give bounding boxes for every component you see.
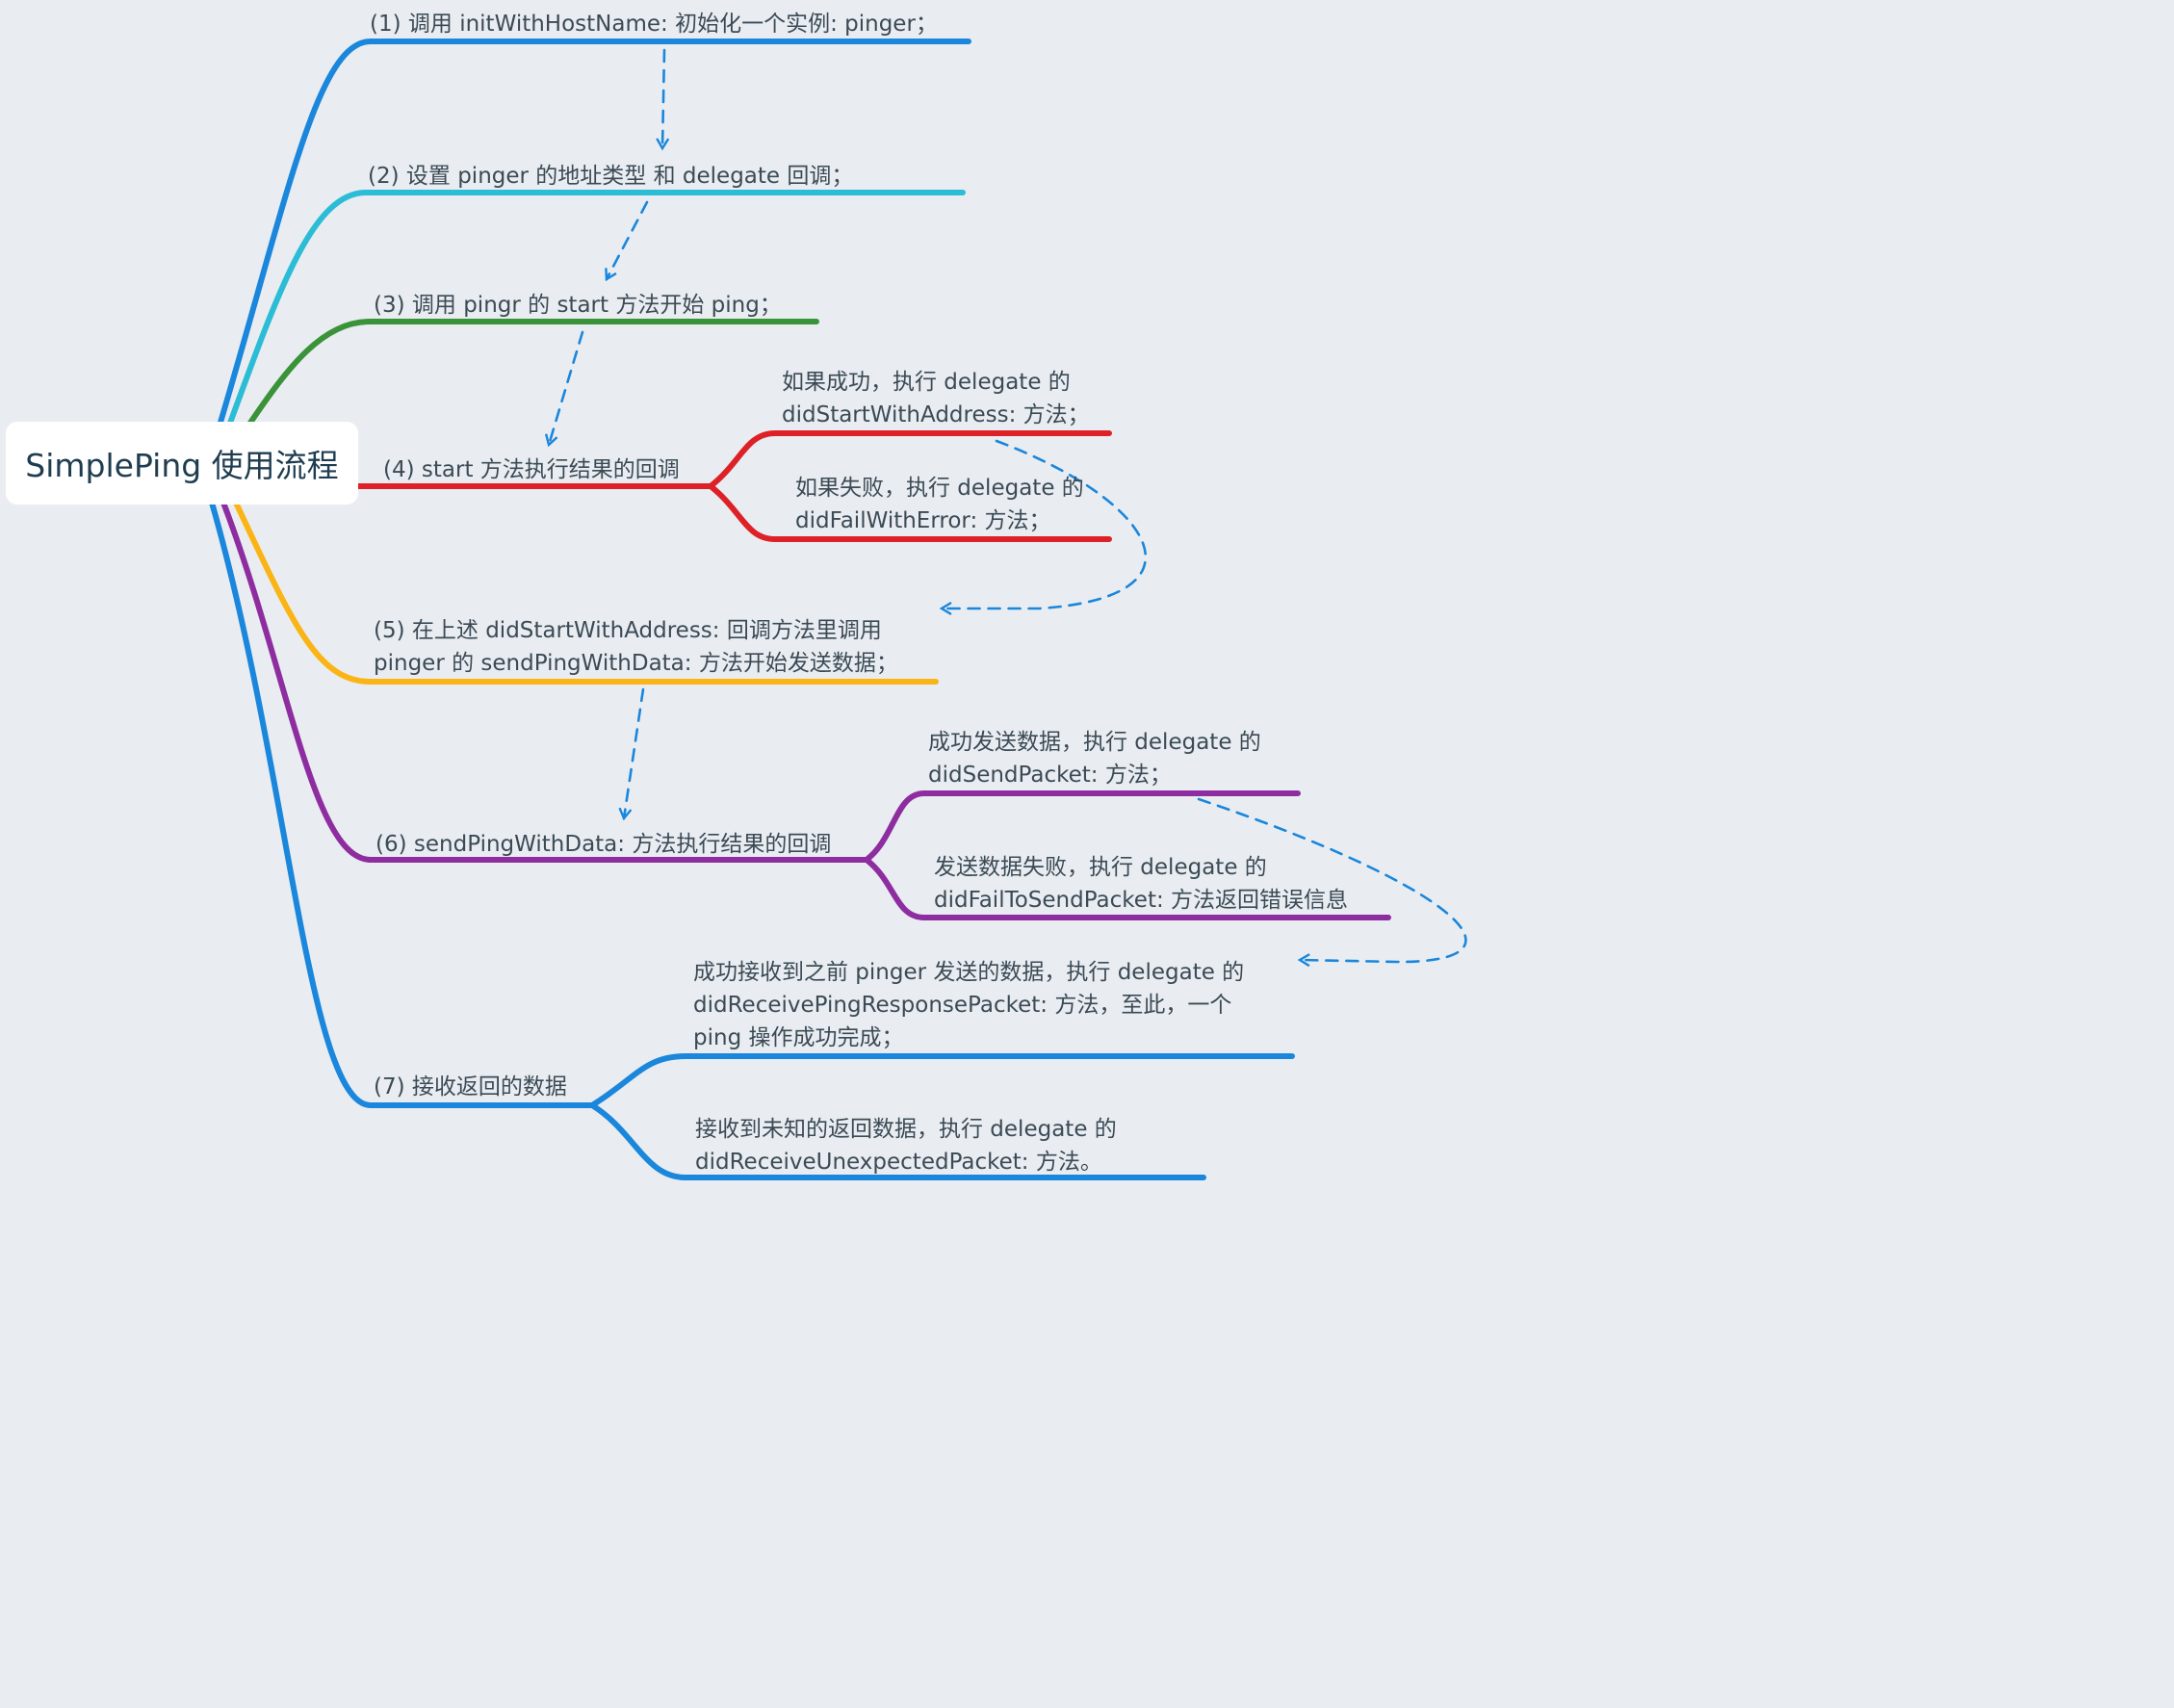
flow-arrow-step2-to-step3 (607, 200, 649, 279)
step-6-text: (6) sendPingWithData: 方法执行结果的回调 (375, 832, 832, 857)
step-4-failure-line-2: didFailWithError: 方法； (795, 508, 1051, 533)
step-6-success-line-1: 成功发送数据，执行 delegate 的 (928, 730, 1261, 755)
step-1-label[interactable]: (1) 调用 initWithHostName: 初始化一个实例: pinger… (370, 8, 938, 40)
step-5-line-2: pinger 的 sendPingWithData: 方法开始发送数据； (374, 651, 898, 676)
sub-branch-line-6-success (864, 790, 1301, 863)
step-7-success-line-3: ping 操作成功完成； (693, 1025, 904, 1050)
step-4-failure-label[interactable]: 如果失败，执行 delegate 的 didFailWithError: 方法； (795, 472, 1084, 537)
flow-arrow-step3-to-step4 (549, 330, 584, 445)
step-3-text: (3) 调用 pingr 的 start 方法开始 ping； (374, 293, 782, 318)
flow-arrow-step1-to-step2 (662, 48, 664, 148)
root-node-label: SimplePing 使用流程 (25, 447, 339, 484)
step-6-failure-label[interactable]: 发送数据失败，执行 delegate 的 didFailToSendPacket… (934, 851, 1348, 917)
step-7-unexpected-label[interactable]: 接收到未知的返回数据，执行 delegate 的 didReceiveUnexp… (695, 1113, 1117, 1178)
step-2-text: (2) 设置 pinger 的地址类型 和 delegate 回调； (368, 164, 854, 189)
branch-line-step-2 (226, 190, 966, 428)
branch-line-step-1 (217, 39, 971, 428)
branch-line-step-7 (209, 500, 595, 1108)
root-node[interactable]: SimplePing 使用流程 (6, 422, 358, 505)
mindmap-canvas: SimplePing 使用流程 (1) 调用 initWithHostName:… (0, 0, 1510, 1186)
step-7-text: (7) 接收返回的数据 (374, 1074, 567, 1100)
sub-branch-line-7-unexpected (589, 1102, 1206, 1180)
sub-branch-line-6-failure (864, 857, 1391, 920)
step-4-text: (4) start 方法执行结果的回调 (383, 457, 680, 482)
step-1-text: (1) 调用 initWithHostName: 初始化一个实例: pinger… (370, 12, 938, 37)
step-4-success-label[interactable]: 如果成功，执行 delegate 的 didStartWithAddress: … (782, 366, 1090, 431)
step-4-failure-line-1: 如果失败，执行 delegate 的 (795, 476, 1084, 501)
step-7-label[interactable]: (7) 接收返回的数据 (374, 1071, 567, 1103)
flow-arrow-step5-to-step6 (624, 687, 645, 818)
step-7-success-line-2: didReceivePingResponsePacket: 方法，至此，一个 (693, 993, 1232, 1018)
step-4-success-line-2: didStartWithAddress: 方法； (782, 402, 1090, 427)
step-4-label[interactable]: (4) start 方法执行结果的回调 (383, 453, 680, 486)
branch-line-step-3 (246, 319, 819, 428)
sub-branch-line-4-success (708, 430, 1112, 489)
step-7-success-label[interactable]: 成功接收到之前 pinger 发送的数据，执行 delegate 的 didRe… (693, 956, 1244, 1054)
step-6-failure-line-1: 发送数据失败，执行 delegate 的 (934, 855, 1267, 880)
mindmap-connectors (209, 39, 1467, 1180)
step-7-unexpected-line-1: 接收到未知的返回数据，执行 delegate 的 (695, 1117, 1117, 1142)
step-5-label[interactable]: (5) 在上述 didStartWithAddress: 回调方法里调用 pin… (374, 614, 898, 680)
step-5-line-1: (5) 在上述 didStartWithAddress: 回调方法里调用 (374, 618, 882, 643)
step-2-label[interactable]: (2) 设置 pinger 的地址类型 和 delegate 回调； (368, 160, 853, 193)
step-3-label[interactable]: (3) 调用 pingr 的 start 方法开始 ping； (374, 289, 782, 322)
step-6-success-label[interactable]: 成功发送数据，执行 delegate 的 didSendPacket: 方法； (928, 726, 1261, 791)
branch-line-step-5 (233, 500, 939, 685)
branch-line-step-6 (220, 500, 869, 863)
step-7-unexpected-line-2: didReceiveUnexpectedPacket: 方法。 (695, 1150, 1102, 1175)
step-6-failure-line-2: didFailToSendPacket: 方法返回错误信息 (934, 888, 1349, 913)
step-6-label[interactable]: (6) sendPingWithData: 方法执行结果的回调 (375, 828, 831, 861)
step-4-success-line-1: 如果成功，执行 delegate 的 (782, 370, 1071, 395)
step-6-success-line-2: didSendPacket: 方法； (928, 763, 1172, 788)
sub-branch-line-4-failure (708, 483, 1112, 542)
step-7-success-line-1: 成功接收到之前 pinger 发送的数据，执行 delegate 的 (693, 960, 1245, 985)
sub-branch-line-7-success (589, 1053, 1295, 1108)
flow-arrow-success-to-step5 (942, 439, 1147, 608)
flow-arrow-sent-to-step7 (1197, 797, 1467, 962)
